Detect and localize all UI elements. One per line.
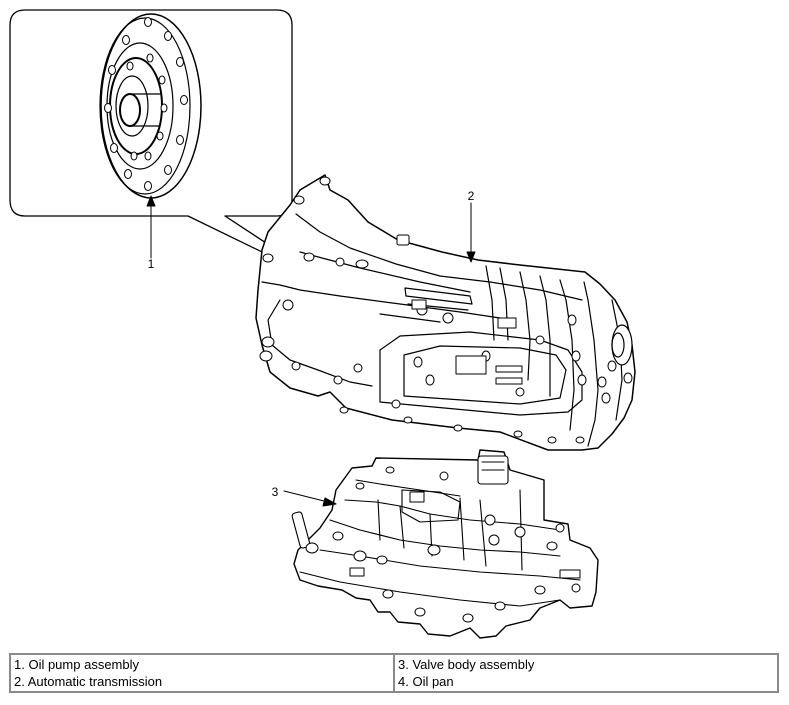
parts-legend-table: 1. Oil pump assembly 2. Automatic transm…: [9, 653, 779, 693]
valve-body-assembly: [291, 449, 599, 639]
callout-label-2: 2: [468, 189, 475, 203]
legend-row: 1. Oil pump assembly 2. Automatic transm…: [9, 653, 779, 693]
leader-line-3: [283, 490, 337, 507]
leader-line-2: [466, 202, 476, 263]
automatic-transmission: [255, 174, 636, 451]
callout-label-3: 3: [272, 485, 279, 499]
legend-item-valve-body: 3. Valve body assembly: [398, 657, 535, 672]
leader-line-1: [146, 195, 156, 259]
legend-column-left: 1. Oil pump assembly 2. Automatic transm…: [9, 653, 395, 693]
legend-item-automatic-transmission: 2. Automatic transmission: [14, 674, 163, 689]
callout-label-1: 1: [148, 257, 155, 271]
legend-item-oil-pump: 1. Oil pump assembly: [14, 657, 139, 672]
legend-column-right: 3. Valve body assembly 4. Oil pan: [393, 653, 779, 693]
exploded-view-diagram: 1 2 3: [9, 9, 636, 639]
oil-pump-assembly: [99, 13, 202, 199]
legend-item-oil-pan: 4. Oil pan: [398, 674, 454, 689]
